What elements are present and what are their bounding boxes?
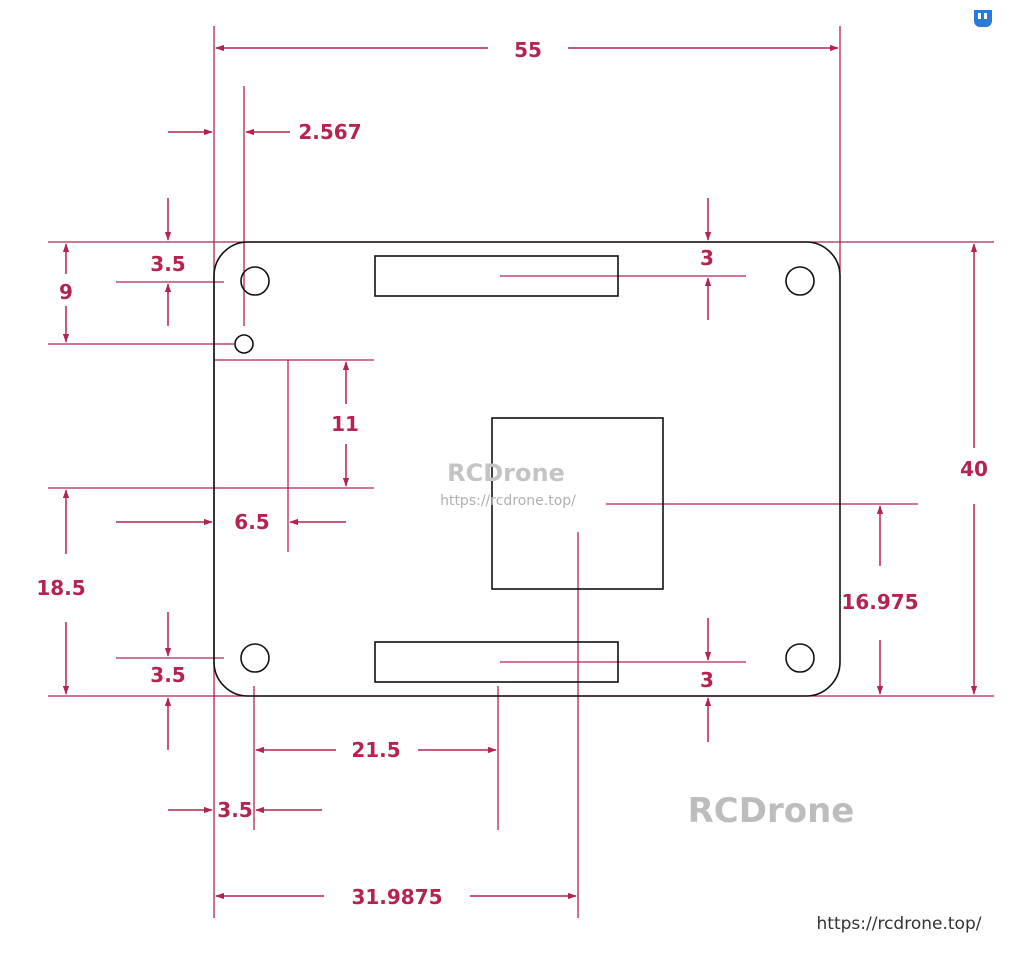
watermark-center-url: https://rcdrone.top/ (440, 493, 576, 509)
dim-hole-inset-bottom-left: 3.5 (150, 663, 185, 687)
small-hole (234, 334, 254, 354)
dim-hole-inset-left-bottom: 3.5 (217, 798, 252, 822)
mount-hole-bottom-right (785, 643, 815, 673)
dim-small-hole-from-top: 9 (59, 280, 73, 304)
dimension-arrows (62, 44, 978, 900)
watermark-bottom-title: RCDrone (688, 791, 855, 831)
dim-center-height: 16.975 (841, 590, 918, 614)
dim-connector-gap: 11 (331, 412, 359, 436)
dim-hole-offset-top: 2.567 (298, 120, 361, 144)
bottom-connector (374, 641, 619, 683)
translate-badge-icon[interactable] (972, 8, 994, 28)
dim-connector-inset-bottom: 3 (700, 668, 714, 692)
main-chip (491, 417, 664, 590)
mount-hole-top-right (785, 266, 815, 296)
dim-center-x: 31.9875 (351, 885, 442, 909)
dim-bottom-connector-x: 21.5 (351, 738, 400, 762)
watermark-center-title: RCDrone (447, 459, 565, 487)
board-outline (213, 241, 841, 697)
dim-hole-inset-top-left: 3.5 (150, 252, 185, 276)
dimension-labels: 55 2.567 3.5 9 3 40 11 6.5 18.5 16.975 3… (36, 38, 988, 909)
dim-height-total: 40 (960, 457, 988, 481)
watermarks: RCDrone https://rcdrone.top/ RCDrone htt… (440, 459, 982, 934)
dim-width-total: 55 (514, 38, 542, 62)
dim-connector-inset-top: 3 (700, 246, 714, 270)
board (213, 241, 841, 697)
dim-lower-height: 18.5 (36, 576, 85, 600)
mount-hole-top-left (240, 266, 270, 296)
dim-connector-left: 6.5 (234, 510, 269, 534)
extension-lines (48, 26, 994, 918)
top-connector (374, 255, 619, 297)
mount-hole-bottom-left (240, 643, 270, 673)
watermark-bottom-url: https://rcdrone.top/ (817, 914, 982, 934)
